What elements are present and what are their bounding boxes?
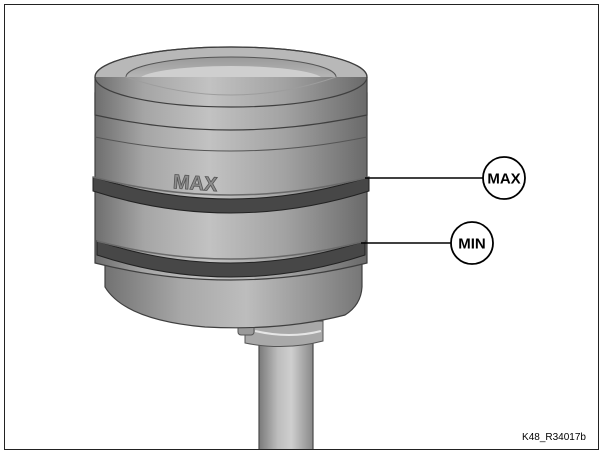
reservoir-body (94, 92, 368, 281)
min-callout: MIN (450, 221, 494, 265)
figure-frame: MAX MAX MIN K48_R34017b (4, 4, 599, 450)
embossed-max-label: MAX (172, 171, 219, 196)
o-ring-lower (96, 240, 366, 278)
reference-code: K48_R34017b (522, 432, 586, 443)
reservoir-rim (94, 46, 368, 131)
min-callout-label: MIN (458, 236, 486, 253)
max-callout: MAX (482, 156, 526, 200)
supply-pipe (237, 320, 324, 449)
max-callout-label: MAX (487, 171, 520, 188)
o-ring-upper (92, 176, 370, 214)
reservoir-illustration: MAX MAX MIN (92, 46, 526, 449)
